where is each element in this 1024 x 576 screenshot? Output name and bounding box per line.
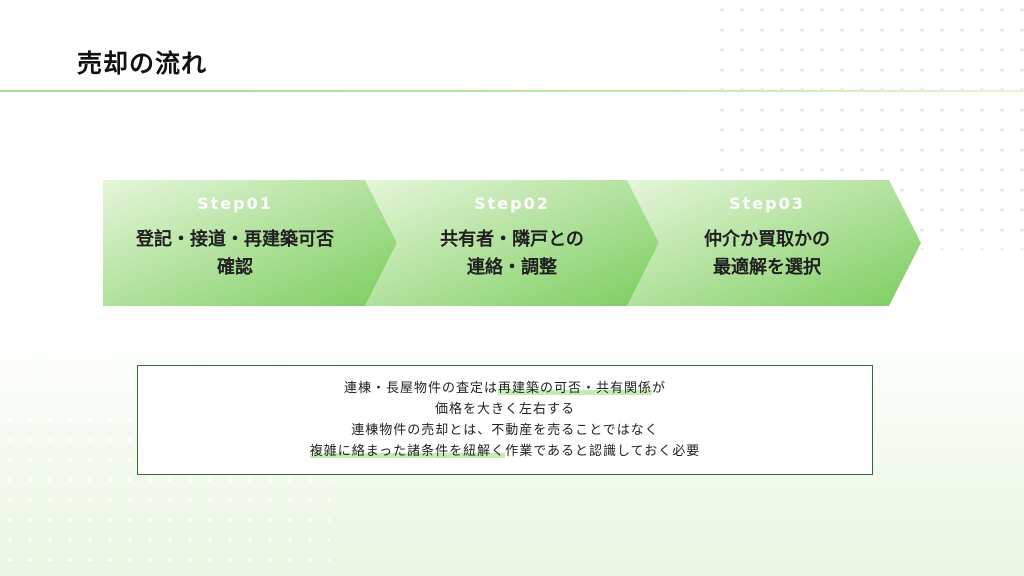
summary-line-1-tail: が: [652, 381, 667, 396]
step-1-label: Step01: [197, 194, 273, 213]
highlight-rebuild-ownership: 再建築の可否・共有関係: [497, 381, 652, 396]
highlight-complex-conditions: 複雑に絡まった諸条件を紐解く: [309, 444, 506, 459]
page-title: 売却の流れ: [77, 49, 208, 78]
summary-line-1-text: 連棟・長屋物件の査定は: [343, 381, 498, 396]
dot-pattern-top-right: [712, 0, 1024, 250]
step-2-text: 共有者・隣戸との 連絡・調整: [440, 229, 584, 278]
summary-box: 連棟・長屋物件の査定は再建築の可否・共有関係が 価格を大きく左右する 連棟物件の…: [137, 365, 873, 475]
summary-line-2: 価格を大きく左右する: [434, 402, 575, 417]
summary-text: 連棟・長屋物件の査定は再建築の可否・共有関係が 価格を大きく左右する 連棟物件の…: [138, 378, 872, 462]
step-2-arrow-shape: [365, 180, 659, 306]
summary-line-4-tail: 作業であると認識しておく必要: [505, 444, 701, 459]
summary-line-4: 複雑に絡まった諸条件を紐解く作業であると認識しておく必要: [138, 441, 872, 462]
step-1-text: 登記・接道・再建築可否 確認: [136, 229, 334, 278]
step-2: Step02 共有者・隣戸との 連絡・調整: [365, 180, 659, 306]
summary-line-1: 連棟・長屋物件の査定は再建築の可否・共有関係が: [138, 378, 872, 399]
title-divider: [0, 90, 1024, 92]
summary-line-3: 連棟物件の売却とは、不動産を売ることではなく: [351, 423, 659, 438]
step-2-label: Step02: [474, 194, 550, 213]
step-1: Step01 登記・接道・再建築可否 確認: [103, 180, 397, 306]
step-1-arrow-shape: [103, 180, 397, 306]
